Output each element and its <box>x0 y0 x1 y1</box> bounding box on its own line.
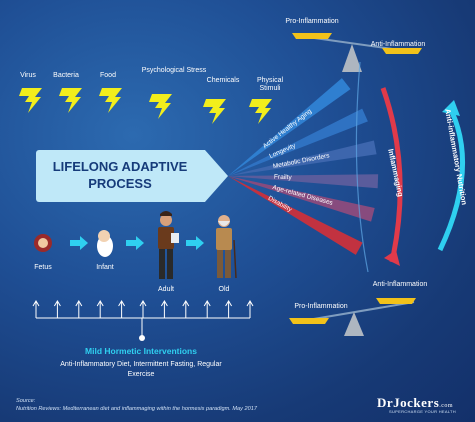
outcome-ray-2 <box>228 140 377 176</box>
outcome-ray-3 <box>228 174 379 189</box>
inflammaging-arrow <box>380 87 403 263</box>
top-pro-inflammation-label: Pro-Inflammation <box>285 18 339 25</box>
source-text: Nutrition Reviews: Mediterranean diet an… <box>16 405 257 412</box>
life-stage-arrows <box>70 236 204 250</box>
outcome-ray-1 <box>228 108 368 176</box>
intervention-tick-head-9 <box>225 300 233 307</box>
logo-tagline: SUPERCHARGE YOUR HEALTH <box>389 409 456 414</box>
inflammaging-arrow-head <box>384 250 400 266</box>
mild-hormetic-interventions-description: Anti-Inflammatory Diet, Intermittent Fas… <box>60 361 222 378</box>
lightning-bolt-4 <box>203 99 226 124</box>
anti-pan-top <box>382 48 422 54</box>
stage-old-label: Old <box>218 286 230 293</box>
nutrition-arrow <box>437 110 466 252</box>
adult-icon <box>158 211 179 279</box>
outcome-ray-5 <box>228 176 363 255</box>
logo-name: DrJockers <box>377 395 440 410</box>
outcome-ray-4 <box>228 176 375 222</box>
fulcrum-bottom <box>344 312 364 336</box>
intervention-tick-head-4 <box>118 300 126 307</box>
outcome-ray-0 <box>228 78 351 176</box>
nutrition-arrow-head <box>442 100 460 116</box>
source-label: Source: <box>16 398 36 404</box>
stressor-food: Food <box>100 72 116 79</box>
stressor-virus: Virus <box>20 72 36 79</box>
old-icon <box>216 215 237 279</box>
lightning-bolt-5 <box>249 99 272 124</box>
intervention-tick-head-7 <box>182 300 190 307</box>
stage-adult-label: Adult <box>158 286 174 293</box>
lightning-bolt-1 <box>59 88 82 113</box>
fetus-icon <box>34 234 52 252</box>
intervention-tick-head-10 <box>246 300 254 307</box>
stressor-chemicals: Chemicals <box>206 77 240 84</box>
stressor-bacteria: Bacteria <box>53 72 79 79</box>
pro-pan-bottom <box>289 318 329 324</box>
stressor-physical-stimuli: Physical Stimuli <box>256 77 284 92</box>
bottom-balance-scale <box>289 298 416 336</box>
intervention-tick-head-2 <box>75 300 83 307</box>
lightning-bolt-3 <box>149 94 172 119</box>
lifelong-adaptive-process-label: LIFELONG ADAPTIVE PROCESS <box>52 159 188 191</box>
stressor-bolts <box>19 88 272 124</box>
intervention-tick-head-0 <box>32 300 40 307</box>
intervention-ticks <box>32 300 254 318</box>
lightning-bolt-0 <box>19 88 42 113</box>
top-balance-scale <box>292 33 422 72</box>
source-citation: Source: Nutrition Reviews: Mediterranean… <box>16 398 346 413</box>
intervention-tick-head-3 <box>96 300 104 307</box>
intervention-tick-head-8 <box>203 300 211 307</box>
bottom-pro-inflammation-label: Pro-Inflammation <box>294 303 348 310</box>
connector-curve <box>355 61 369 273</box>
stressor-psychological-stress: Psychological Stress <box>141 67 207 74</box>
lightning-bolt-2 <box>99 88 122 113</box>
intervention-tick-head-6 <box>160 300 168 307</box>
intervention-tick-head-1 <box>53 300 61 307</box>
infant-icon <box>97 230 113 257</box>
intervention-tick-head-5 <box>139 300 147 307</box>
lifelong-adaptive-process-box <box>36 150 228 202</box>
stage-infant-label: Infant <box>96 264 114 271</box>
drjockers-logo: DrJockers.com <box>377 395 453 411</box>
outcome-fan <box>228 78 379 255</box>
intervention-timeline <box>36 317 250 336</box>
timeline-dot <box>139 335 145 341</box>
top-anti-inflammation-label: Anti-Inflammation <box>370 41 426 48</box>
stage-fetus-label: Fetus <box>34 264 52 271</box>
pro-pan-top <box>292 33 332 39</box>
logo-suffix: .com <box>439 403 454 409</box>
bottom-anti-inflammation-label: Anti-Inflammation <box>372 281 428 288</box>
fulcrum-top <box>342 44 362 72</box>
anti-pan-bottom <box>376 298 416 304</box>
mild-hormetic-interventions-title: Mild Hormetic Interventions <box>85 346 197 356</box>
